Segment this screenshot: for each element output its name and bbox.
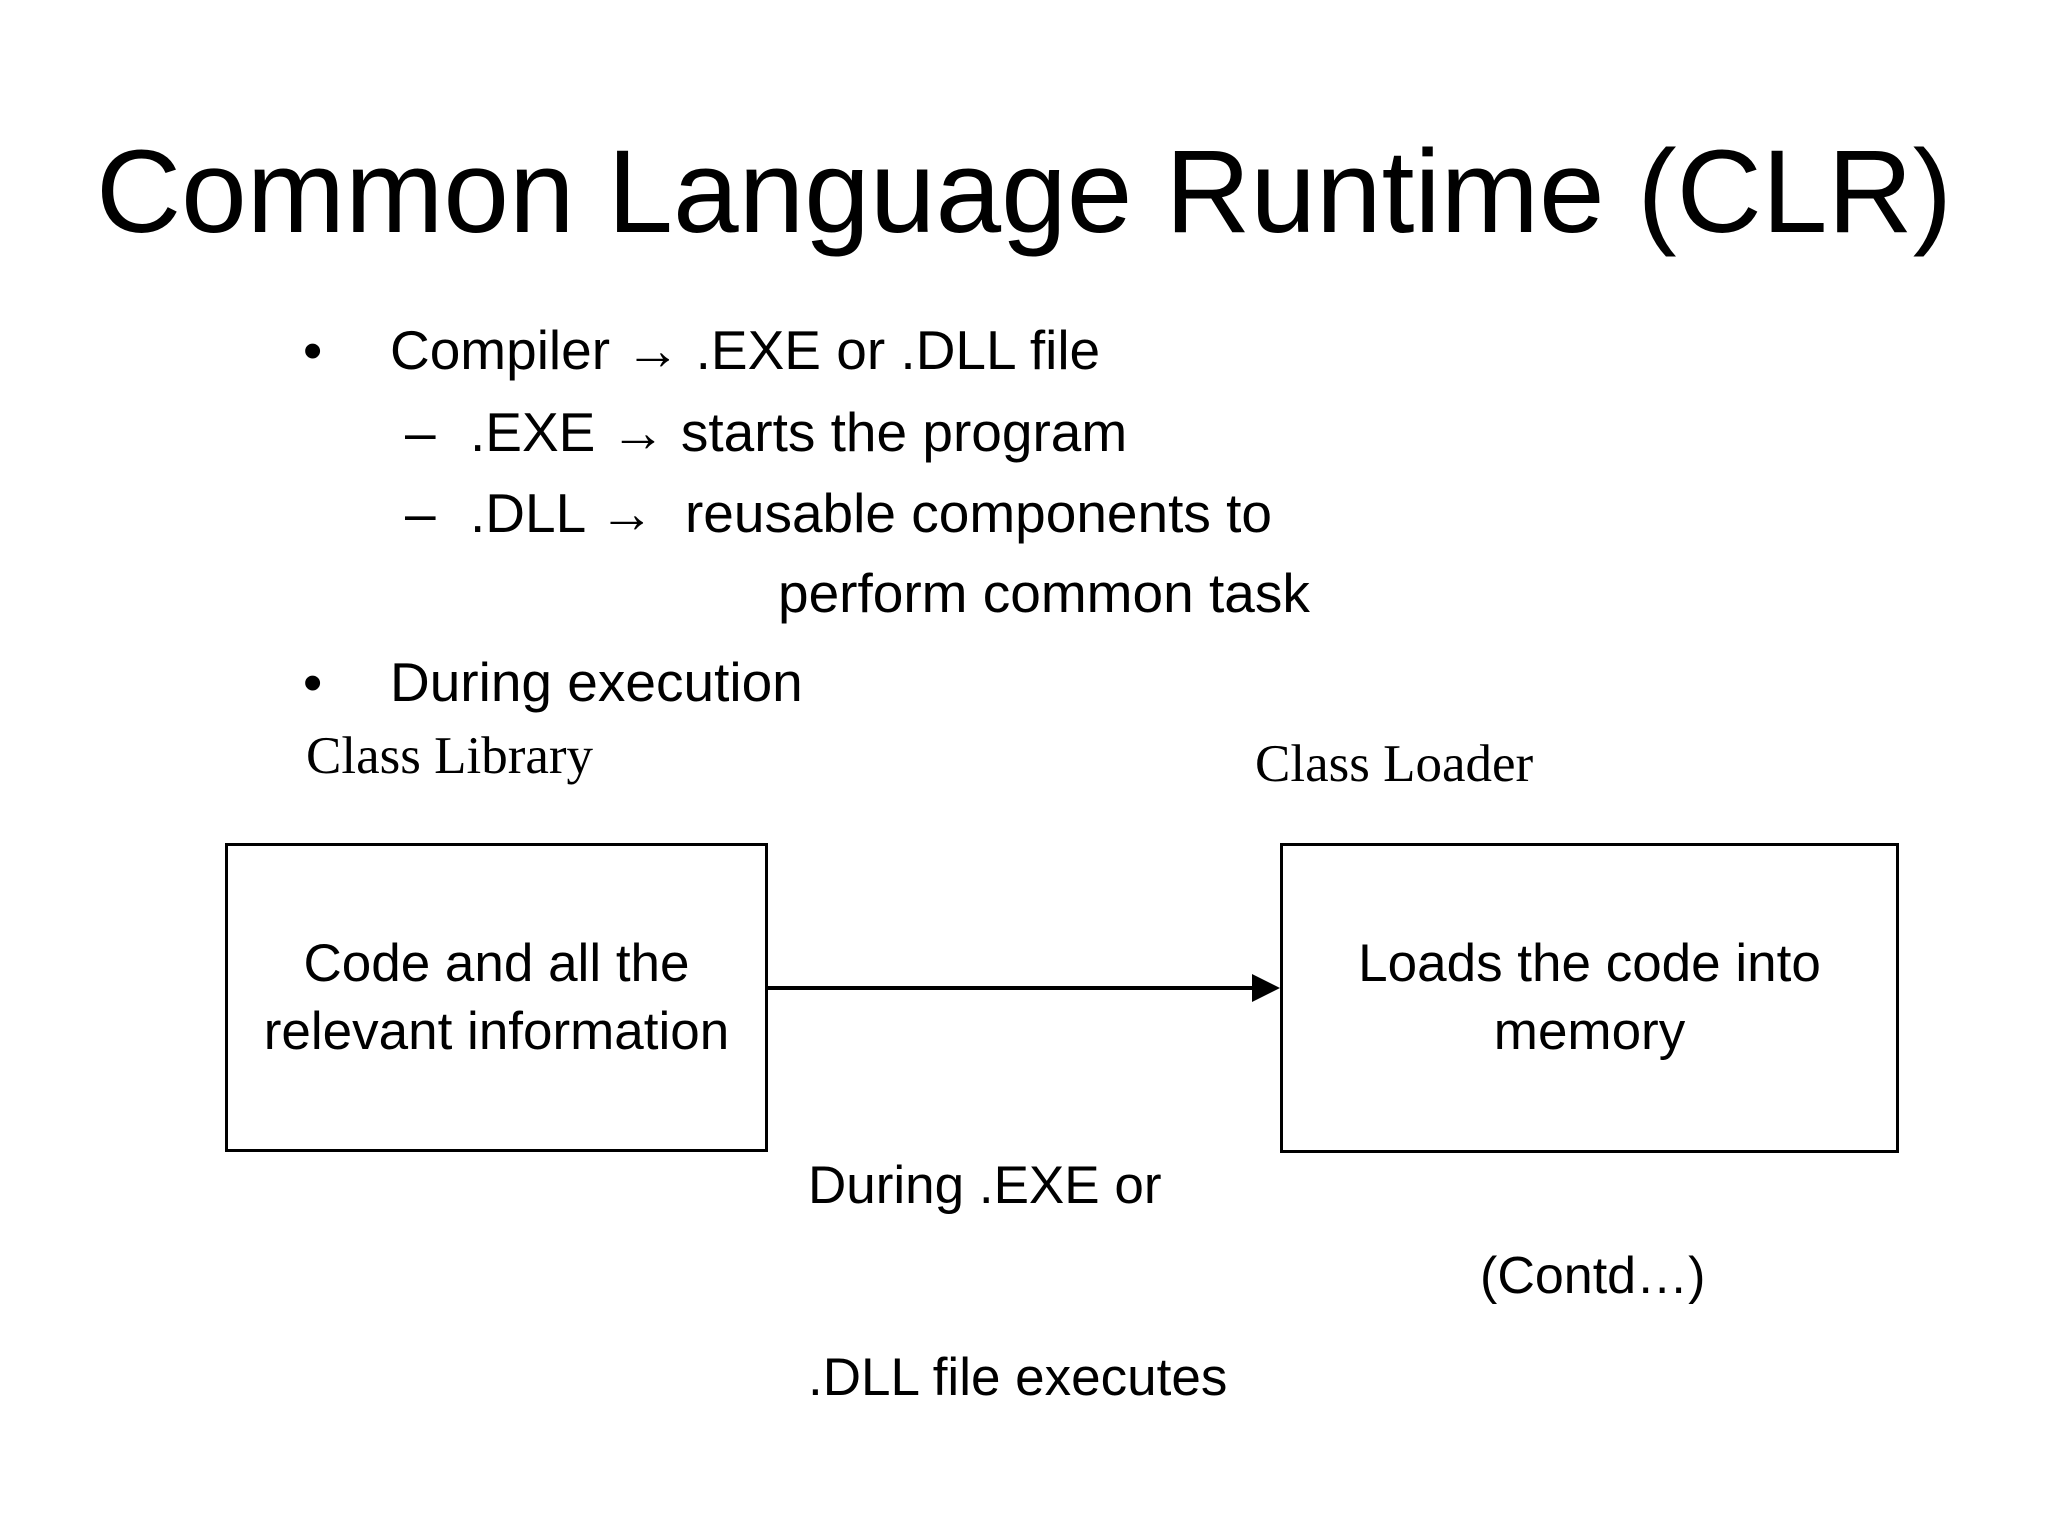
arrow-head-icon [1252, 974, 1280, 1002]
arrow-label-line2: .DLL file executes [808, 1348, 1228, 1407]
slide-title: Common Language Runtime (CLR) [95, 126, 1953, 258]
class-loader-box: Loads the code into memory [1280, 843, 1899, 1153]
subbullet-dll: .DLL → reusable components to [470, 482, 1273, 544]
class-loader-label: Class Loader [1255, 735, 1534, 793]
class-library-label: Class Library [306, 727, 594, 785]
dash-icon: – [405, 401, 436, 463]
subbullet-dll-continuation: perform common task [778, 562, 1310, 624]
bullet-compiler: Compiler → .EXE or .DLL file [390, 319, 1101, 381]
class-library-box: Code and all the relevant information [225, 843, 768, 1152]
class-loader-box-line1: Loads the code into [1358, 934, 1821, 994]
arrow-label-line1: During .EXE or [808, 1156, 1162, 1215]
class-library-box-line1: Code and all the [303, 933, 690, 993]
class-loader-box-line2: memory [1493, 1002, 1686, 1061]
class-library-box-line2: relevant information [263, 1001, 730, 1061]
bullet-icon: • [303, 319, 323, 381]
subbullet-exe: .EXE → starts the program [470, 401, 1128, 463]
bullet-icon: • [303, 651, 323, 713]
contd-note: (Contd…) [1480, 1247, 1706, 1305]
arrow-shaft [768, 986, 1256, 990]
dash-icon: – [405, 482, 436, 544]
bullet-during-execution: During execution [390, 651, 803, 713]
arrow-label: During .EXE or .DLL file executes [808, 1026, 1227, 1536]
